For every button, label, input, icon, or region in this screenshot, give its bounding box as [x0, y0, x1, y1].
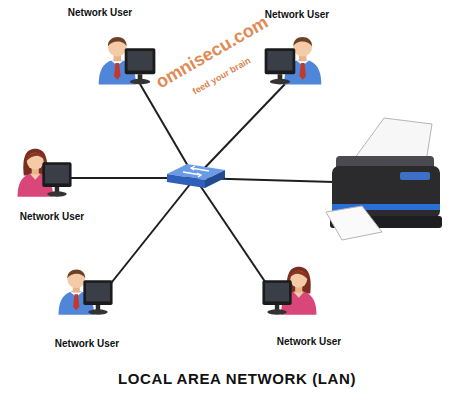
- user-label-box: Network User: [262, 7, 332, 22]
- cable: [195, 178, 272, 292]
- network-cables: [68, 84, 334, 292]
- user-label: Network User: [20, 211, 84, 222]
- user-label-box: Network User: [52, 336, 122, 351]
- user-computer-icon: [18, 149, 72, 197]
- user-label: Network User: [68, 7, 132, 18]
- user-computer-icon: [59, 269, 113, 314]
- network-switch: [167, 164, 225, 188]
- cable: [195, 84, 285, 178]
- user-computer-icon: [262, 267, 316, 315]
- user-label-box: Network User: [274, 334, 344, 349]
- user-label: Network User: [55, 338, 119, 349]
- user-label-box: Network User: [65, 5, 135, 20]
- user-label-box: Network User: [17, 209, 87, 224]
- user-computer-icon: [265, 37, 322, 84]
- diagram-title: LOCAL AREA NETWORK (LAN): [118, 370, 356, 387]
- cable: [140, 84, 195, 178]
- user-label: Network User: [265, 9, 329, 20]
- printer: [326, 118, 442, 240]
- user-computer-icon: [99, 37, 156, 84]
- user-label: Network User: [277, 336, 341, 347]
- cable: [104, 178, 195, 292]
